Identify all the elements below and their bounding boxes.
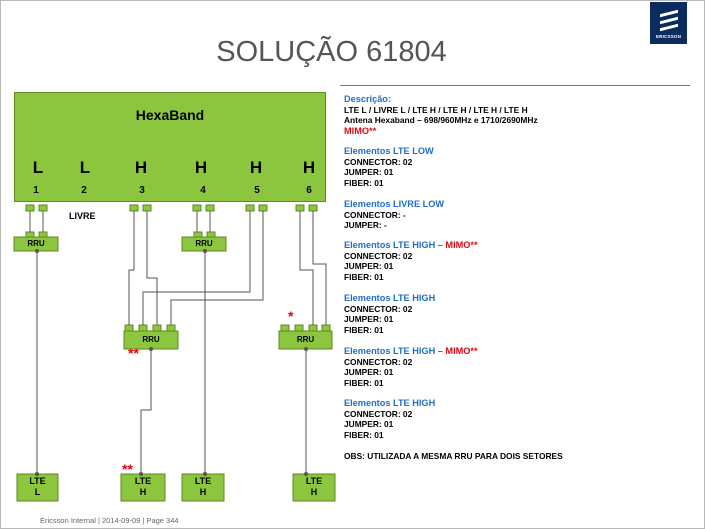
lte-box-3-line1: LTE (194, 476, 212, 486)
double-star-marker-lte: ** (122, 461, 133, 477)
lte-box-3: LTE H (182, 476, 224, 498)
description-line1: LTE L / LIVRE L / LTE H / LTE H / LTE H … (344, 104, 528, 115)
section-line: FIBER: 01 (344, 377, 384, 388)
section-line: CONNECTOR: 02 (344, 356, 413, 367)
section-title: Elementos LIVRE LOW (344, 199, 445, 209)
section-line: JUMPER: 01 (344, 367, 394, 377)
port-number-4: 4 (200, 185, 206, 196)
section-line: JUMPER: 01 (344, 167, 394, 177)
section-line: JUMPER: 01 (344, 419, 394, 429)
rru-label-shared-mimo: RRU (142, 335, 160, 344)
slide-title: SOLUÇÃO 61804 (216, 36, 447, 68)
hexaband-label: HexaBand (135, 107, 205, 123)
lte-box-4-line2: H (310, 487, 318, 497)
section-line: JUMPER: - (344, 220, 387, 230)
section-line: JUMPER: 01 (344, 261, 394, 271)
lte-box-1: LTE L (17, 476, 58, 498)
section-mimo: MIMO** (445, 240, 478, 250)
rru-label-shared: RRU (296, 335, 315, 344)
slide-footer: Ericsson Internal | 2014-09-09 | Page 34… (40, 516, 179, 525)
port-number-6: 6 (306, 185, 312, 196)
rru-label-low: RRU (27, 239, 45, 248)
logo-text: ERICSSON (655, 34, 682, 39)
section-line: FIBER: 01 (344, 429, 384, 440)
section-line: FIBER: 01 (344, 324, 384, 335)
double-star-marker-rru: ** (128, 345, 139, 361)
lte-box-4-line1: LTE (305, 476, 323, 486)
section-lte-low: Elementos LTE LOW CONNECTOR: 02 JUMPER: … (344, 146, 434, 188)
rru-label-high-small: RRU (195, 239, 213, 248)
port-number-1: 1 (33, 185, 39, 196)
band-letter-5: H (249, 158, 263, 177)
port-number-2: 2 (81, 185, 87, 196)
band-letter-4: H (194, 158, 208, 177)
lte-box-2-line2: H (139, 487, 147, 497)
band-letter-3: H (134, 158, 148, 177)
description-line2: Antena Hexaband – 698/960MHz e 1710/2690… (344, 115, 538, 125)
port-number-5: 5 (254, 185, 260, 196)
section-line: JUMPER: 01 (344, 314, 394, 324)
section-title: Elementos LTE LOW (344, 146, 434, 156)
lte-box-2-line1: LTE (134, 476, 152, 486)
port-number-3: 3 (139, 185, 145, 196)
lte-box-3-line2: H (199, 487, 207, 497)
section-title: Elementos LTE HIGH – (344, 240, 446, 250)
section-lte-high-1: Elementos LTE HIGH CONNECTOR: 02 JUMPER:… (344, 293, 435, 335)
livre-label: LIVRE (69, 211, 96, 221)
band-letter-1: L (32, 158, 44, 177)
section-line: CONNECTOR: 02 (344, 156, 413, 167)
lte-box-1-line1: LTE (29, 476, 46, 486)
section-lte-high-mimo-1: Elementos LTE HIGH – MIMO** CONNECTOR: 0… (344, 240, 478, 282)
section-line: FIBER: 01 (344, 271, 384, 282)
section-line: CONNECTOR: 02 (344, 303, 413, 314)
single-star-marker: * (288, 308, 294, 324)
description-heading: Descrição: (344, 94, 391, 104)
section-lte-high-mimo-2: Elementos LTE HIGH – MIMO** CONNECTOR: 0… (344, 346, 478, 388)
section-title: Elementos LTE HIGH – (344, 346, 446, 356)
ericsson-logo: ERICSSON (650, 2, 687, 44)
band-letter-2: L (79, 158, 91, 177)
lte-box-2: LTE H (121, 476, 165, 498)
lte-box-1-line2: L (34, 487, 41, 497)
section-line: FIBER: 01 (344, 177, 384, 188)
section-lte-high-2: Elementos LTE HIGH CONNECTOR: 02 JUMPER:… (344, 398, 435, 440)
hexaband-antenna (14, 92, 326, 202)
section-line: CONNECTOR: - (344, 209, 406, 220)
band-letter-6: H (302, 158, 316, 177)
description-block: Descrição: LTE L / LIVRE L / LTE H / LTE… (344, 94, 538, 136)
section-mimo: MIMO** (445, 346, 478, 356)
section-title: Elementos LTE HIGH (344, 293, 436, 303)
section-title: Elementos LTE HIGH (344, 398, 436, 408)
lte-box-4: LTE H (293, 476, 335, 498)
section-line: CONNECTOR: 02 (344, 408, 413, 419)
section-line: CONNECTOR: 02 (344, 250, 413, 261)
section-livre-low: Elementos LIVRE LOW CONNECTOR: - JUMPER:… (344, 199, 444, 231)
title-divider (340, 85, 690, 86)
description-mimo: MIMO** (344, 125, 377, 136)
obs-note: OBS: UTILIZADA A MESMA RRU PARA DOIS SET… (344, 451, 563, 461)
